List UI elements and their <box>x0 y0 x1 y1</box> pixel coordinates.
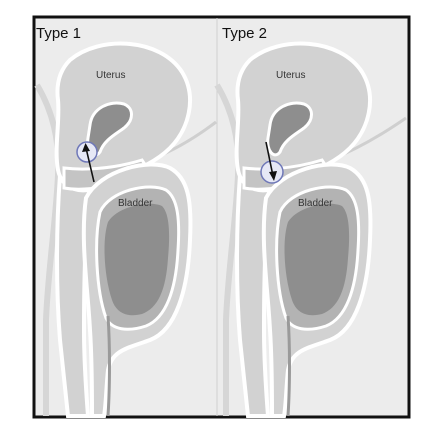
urethra <box>108 316 110 416</box>
panel-title: Type 1 <box>36 25 81 42</box>
uterus-label: Uterus <box>276 70 305 81</box>
uterus-label: Uterus <box>96 70 125 81</box>
panel-title: Type 2 <box>222 25 267 42</box>
bladder-label: Bladder <box>298 198 333 209</box>
bladder-label: Bladder <box>118 198 153 209</box>
urethra <box>288 316 290 416</box>
